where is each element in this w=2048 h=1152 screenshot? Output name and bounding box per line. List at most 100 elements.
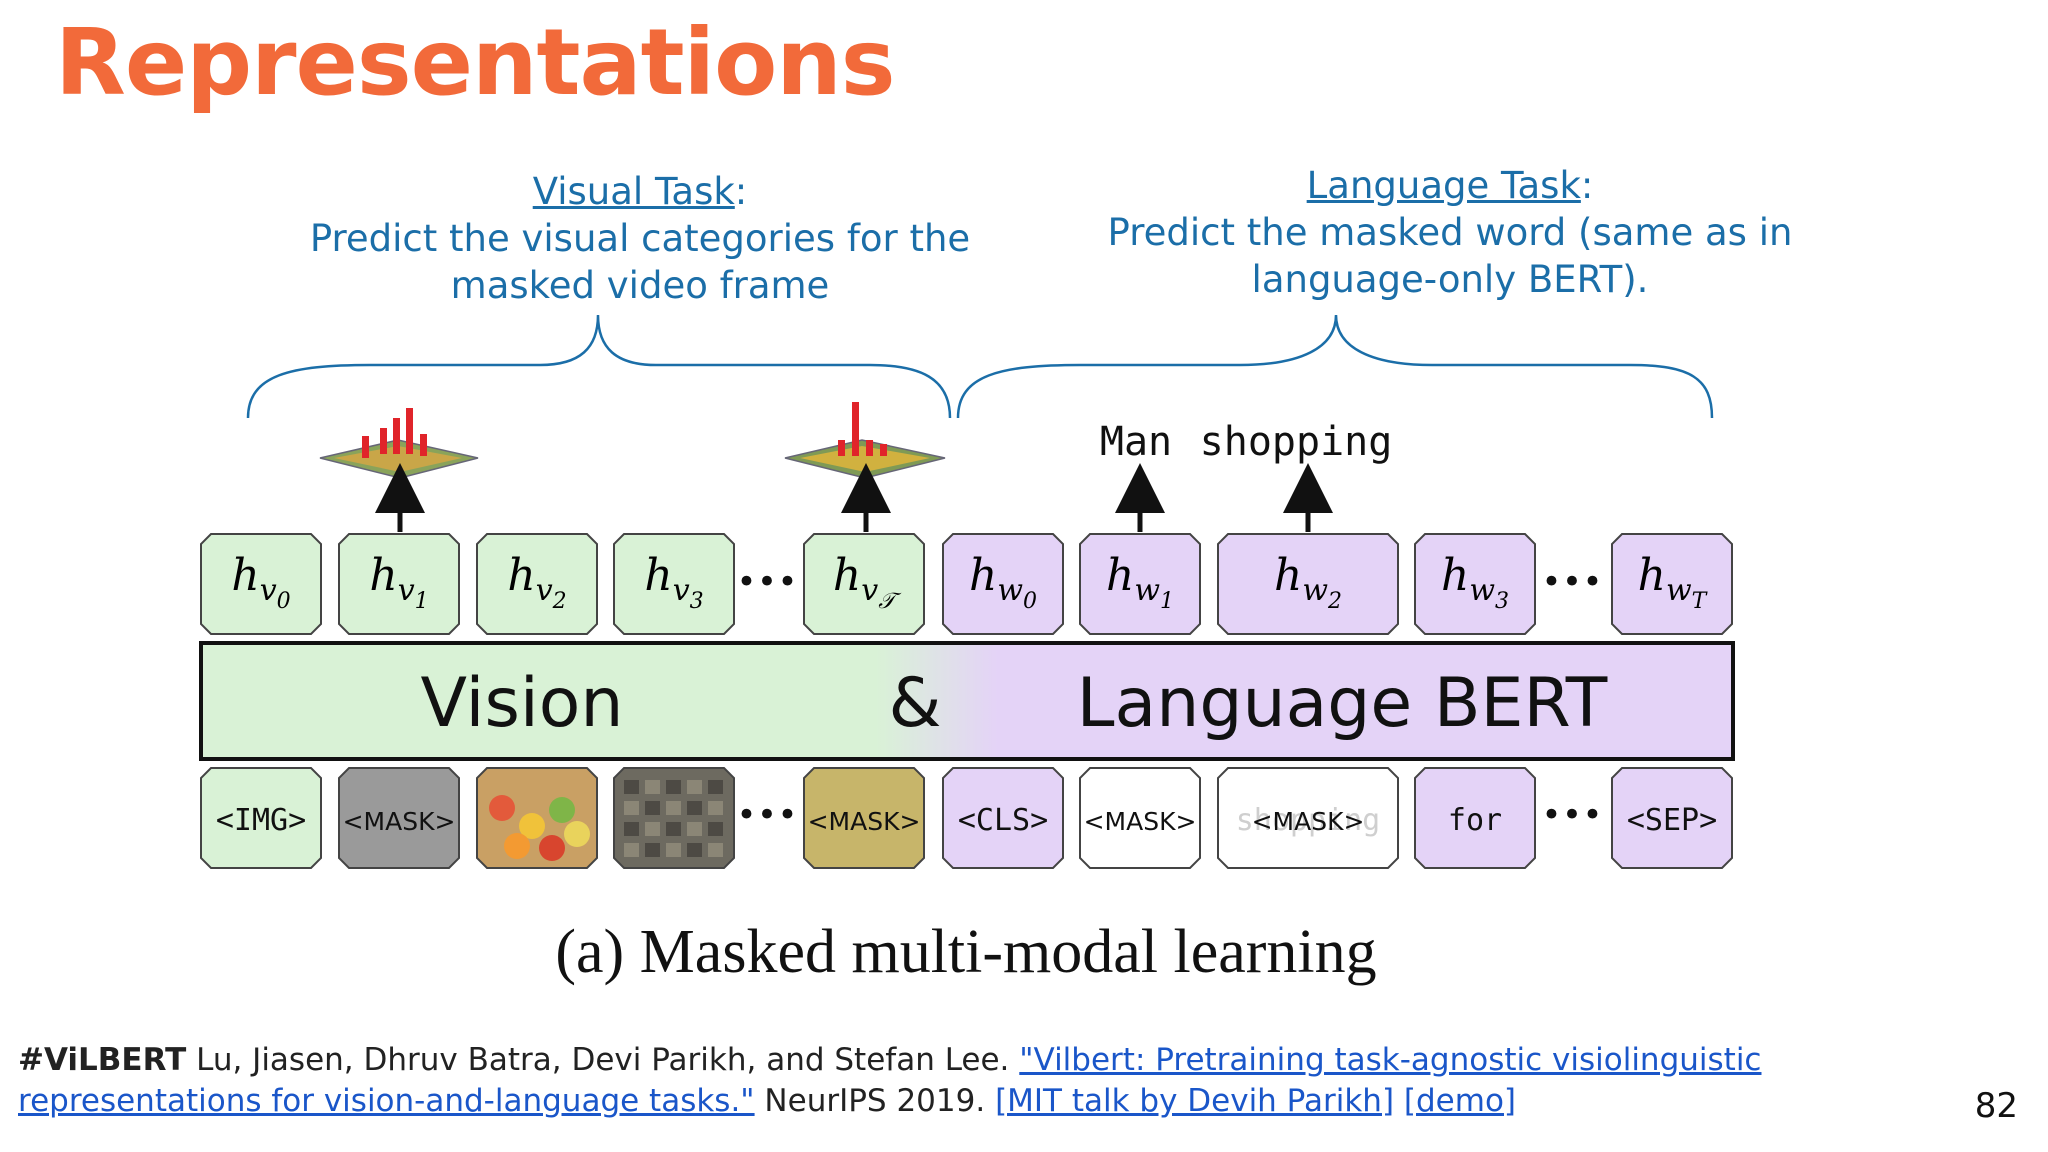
output-label-hw0-base: h [969, 550, 997, 601]
input-label-w3: for [1448, 803, 1502, 838]
fruit-photo-dot [489, 795, 515, 821]
store-shelf-cell [687, 843, 702, 857]
input-token-v2 [476, 767, 598, 869]
citation: #ViLBERT Lu, Jiasen, Dhruv Batra, Devi P… [18, 1040, 1898, 1122]
input-ghost-word: shopping [1236, 803, 1381, 838]
language-task-line1: Predict the masked word (same as in [1107, 211, 1793, 254]
language-task-text: Language Task: Predict the masked word (… [1060, 162, 1840, 303]
store-shelf-cell [624, 843, 639, 857]
citation-venue: NeurIPS 2019. [754, 1083, 996, 1119]
output-token-hv3 [613, 533, 735, 635]
fruit-photo-dot [564, 821, 590, 847]
output-token-hv0 [200, 533, 322, 635]
store-shelf-cell [666, 843, 681, 857]
output-label-hw2-subsub: 2 [1327, 589, 1342, 614]
paper-link[interactable]: "Vilbert: Pretraining task-agnostic visi… [18, 1042, 1762, 1119]
fruit-photo-dot [539, 835, 565, 861]
output-label-hv3-subsub: 3 [690, 589, 704, 614]
store-shelf-cell [708, 843, 723, 857]
store-shelf-cell [666, 822, 681, 836]
fruit-photo-dot [549, 797, 575, 823]
store-shelf-cell [624, 801, 639, 815]
output-token-hv2 [476, 533, 598, 635]
citation-tag: #ViLBERT [18, 1042, 187, 1078]
output-label-hw2-sub: w [1302, 573, 1328, 608]
output-label-hw4-base: h [1638, 550, 1666, 601]
output-label-hv4-base: h [833, 550, 861, 601]
output-label-hw4-sub: w [1666, 573, 1692, 608]
output-token-hw1 [1079, 533, 1201, 635]
output-label-hv2-base: h [507, 550, 535, 601]
input-token-v3 [613, 767, 735, 869]
output-label-hv1-sub: v [398, 573, 415, 608]
input-label-w2: <MASK> [1252, 807, 1365, 836]
output-label-hv2-subsub: 2 [552, 589, 567, 614]
output-label-hv0-sub: v [260, 573, 277, 608]
input-token-w2 [1217, 767, 1399, 869]
store-shelf-cell [708, 780, 723, 794]
input-ellipsis-vision: ••• [736, 795, 797, 835]
output-token-hv4 [803, 533, 925, 635]
store-shelf-cell [624, 822, 639, 836]
store-shelf-cell [708, 801, 723, 815]
store-shelf-cell [624, 780, 639, 794]
store-shelf-cell [708, 822, 723, 836]
bert-label-amp: & [888, 664, 941, 743]
bert-label-language: Language BERT [1077, 664, 1608, 743]
talk-link[interactable]: [MIT talk by Devih Parikh] [995, 1083, 1395, 1119]
output-label-hv2: hv2 [507, 550, 566, 614]
output-token-hv1 [338, 533, 460, 635]
store-shelf-cell [666, 801, 681, 815]
output-label-hv3-base: h [644, 550, 672, 601]
output-label-hv1-base: h [369, 550, 397, 601]
language-brace [956, 314, 1714, 419]
output-label-hw2: hw2 [1274, 550, 1342, 614]
input-label-v0: <IMG> [216, 803, 306, 838]
store-shelf-cell [666, 780, 681, 794]
store-shelf-cell [687, 801, 702, 815]
visual-brace [246, 314, 952, 419]
category-heatmap-icon-2 [784, 402, 946, 479]
output-label-hv3: hv3 [644, 550, 703, 614]
output-label-hw0-sub: w [997, 573, 1023, 608]
output-token-hw3 [1414, 533, 1536, 635]
input-token-v0 [200, 767, 322, 869]
demo-link[interactable]: [demo] [1403, 1083, 1517, 1119]
output-label-hw2-base: h [1274, 550, 1302, 601]
input-label-v1: <MASK> [343, 807, 456, 836]
input-label-v4: <MASK> [808, 807, 921, 836]
output-label-hw4-subsub: T [1692, 589, 1709, 614]
output-label-hv1-subsub: 1 [415, 589, 429, 614]
output-label-hw0-subsub: 0 [1023, 589, 1037, 614]
output-token-hw0 [942, 533, 1064, 635]
store-shelf-cell [645, 843, 660, 857]
visual-task-line2: masked video frame [450, 264, 830, 307]
input-token-w4 [1611, 767, 1733, 869]
store-shelf-cell [645, 801, 660, 815]
store-shelf-cell [645, 822, 660, 836]
visual-task-line1: Predict the visual categories for the [309, 217, 971, 260]
visual-task-colon: : [734, 170, 748, 213]
language-task-link[interactable]: Language Task [1306, 164, 1581, 207]
category-heatmap-icon-1 [319, 408, 479, 479]
output-ellipsis-vision: ••• [736, 562, 797, 602]
output-label-hw1-base: h [1106, 550, 1134, 601]
slide-title: Representations [55, 9, 896, 116]
language-task-colon: : [1580, 164, 1594, 207]
output-label-hv4: hv𝒯 [833, 550, 902, 614]
output-label-hw4: hwT [1638, 550, 1709, 614]
predicted-word-man: Man [1100, 419, 1172, 465]
input-token-w0 [942, 767, 1064, 869]
input-label-w4: <SEP> [1627, 803, 1717, 838]
output-label-hw1: hw1 [1106, 550, 1174, 614]
input-token-v4 [803, 767, 925, 869]
visual-task-link[interactable]: Visual Task [532, 170, 735, 213]
output-label-hv0-subsub: 0 [277, 589, 291, 614]
language-task-line2: language-only BERT). [1251, 258, 1649, 301]
bert-block [199, 641, 1735, 761]
output-label-hw3-subsub: 3 [1495, 589, 1509, 614]
store-shelf-cell [687, 780, 702, 794]
output-label-hv2-sub: v [536, 573, 553, 608]
fruit-photo-dot [504, 833, 530, 859]
input-label-w1: <MASK> [1084, 807, 1197, 836]
